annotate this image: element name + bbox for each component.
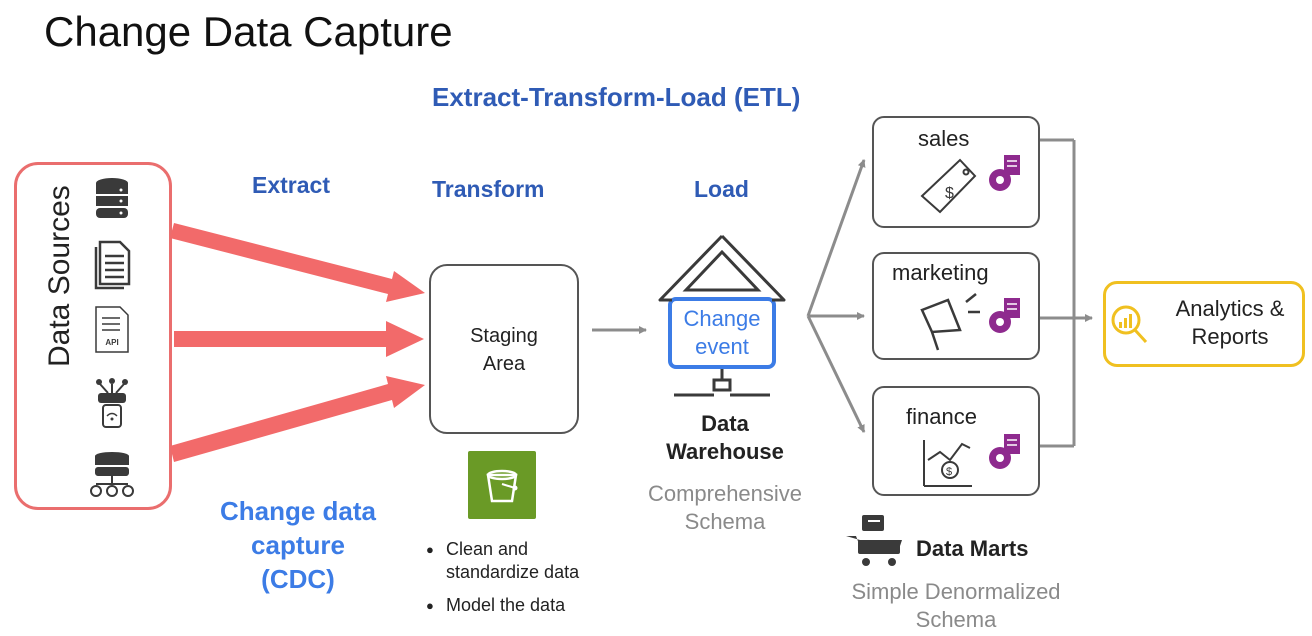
gear-icon-sales bbox=[989, 155, 1020, 191]
cdc-label-line3: (CDC) bbox=[261, 564, 335, 594]
megaphone-icon bbox=[920, 293, 980, 351]
price-tag-icon: $ bbox=[920, 158, 977, 214]
change-event-label: Change event bbox=[668, 305, 776, 361]
change-event-line2: event bbox=[695, 334, 749, 359]
extract-arrow-top bbox=[170, 223, 425, 302]
warehouse-schema-label: Comprehensive Schema bbox=[620, 480, 830, 536]
iot-device-icon bbox=[96, 378, 128, 428]
load-label: Load bbox=[694, 176, 749, 202]
change-event-box bbox=[668, 297, 776, 369]
extract-arrow-middle bbox=[174, 321, 424, 357]
shopping-cart-icon bbox=[846, 515, 902, 566]
gear-icon-finance bbox=[989, 434, 1020, 469]
arrow-to-finance bbox=[806, 315, 866, 433]
marts-schema-line2: Schema bbox=[915, 607, 997, 632]
bullet-clean-standardize: Clean and standardize data bbox=[426, 538, 579, 584]
mart-name-finance: finance bbox=[906, 404, 977, 429]
analytics-magnifier-icon bbox=[1111, 305, 1148, 344]
mart-name-marketing: marketing bbox=[892, 260, 989, 285]
data-marts-schema: Simple Denormalized Schema bbox=[820, 578, 1092, 634]
data-sources-panel bbox=[14, 162, 172, 510]
warehouse-schema-line2: Schema bbox=[684, 509, 766, 534]
data-warehouse-label: Data Warehouse bbox=[620, 410, 830, 466]
transform-label: Transform bbox=[432, 176, 545, 202]
bullet1-line2: standardize data bbox=[446, 562, 580, 582]
server-network-icon bbox=[90, 452, 134, 497]
warehouse-icon bbox=[658, 234, 786, 397]
staging-line1: Staging bbox=[470, 325, 538, 347]
finance-chart-icon: $ bbox=[923, 440, 972, 487]
arrow-to-sales bbox=[806, 159, 866, 317]
change-event-line1: Change bbox=[683, 306, 761, 331]
data-marts-label: Data Marts bbox=[916, 536, 1029, 561]
storage-bucket-icon bbox=[468, 451, 536, 519]
cdc-label-line1: Change data bbox=[219, 496, 377, 526]
document-icon bbox=[94, 240, 131, 290]
api-document-icon: API bbox=[95, 306, 129, 353]
analytics-reports-label: Analytics & Reports bbox=[1160, 295, 1300, 351]
staging-bullet-list: Clean and standardize data Model the dat… bbox=[426, 538, 579, 627]
mart-name-sales: sales bbox=[918, 126, 970, 151]
extract-arrows bbox=[170, 223, 425, 462]
database-icon bbox=[96, 178, 128, 218]
analytics-reports-box bbox=[1103, 281, 1305, 367]
staging-line2: Area bbox=[482, 353, 526, 375]
marts-schema-line1: Simple Denormalized bbox=[851, 579, 1061, 604]
analytics-line2: Reports bbox=[1191, 324, 1269, 349]
api-text: API bbox=[105, 338, 118, 347]
bullet-model-data: Model the data bbox=[426, 594, 579, 617]
extract-arrow-bottom bbox=[170, 376, 425, 462]
warehouse-to-marts-arrows bbox=[806, 159, 866, 433]
bullet2-text: Model the data bbox=[446, 595, 566, 615]
analytics-line1: Analytics & bbox=[1175, 296, 1285, 321]
staging-area-label: Staging Area bbox=[429, 322, 579, 378]
gear-icon-marketing bbox=[989, 298, 1020, 333]
warehouse-line1: Data bbox=[701, 411, 749, 436]
extract-label: Extract bbox=[252, 172, 330, 198]
etl-label: Extract-Transform-Load (ETL) bbox=[432, 82, 801, 112]
cdc-label-line2: capture bbox=[251, 530, 345, 560]
warehouse-schema-line1: Comprehensive bbox=[647, 481, 803, 506]
staging-area-box bbox=[429, 264, 579, 434]
cdc-label: Change data capture (CDC) bbox=[188, 494, 408, 596]
page-title: Change Data Capture bbox=[44, 8, 453, 55]
svg-text:$: $ bbox=[945, 185, 954, 202]
bullet1-line1: Clean and bbox=[446, 539, 529, 559]
svg-text:$: $ bbox=[946, 466, 952, 478]
marts-to-analytics-connector bbox=[1040, 138, 1093, 448]
warehouse-line2: Warehouse bbox=[666, 439, 784, 464]
